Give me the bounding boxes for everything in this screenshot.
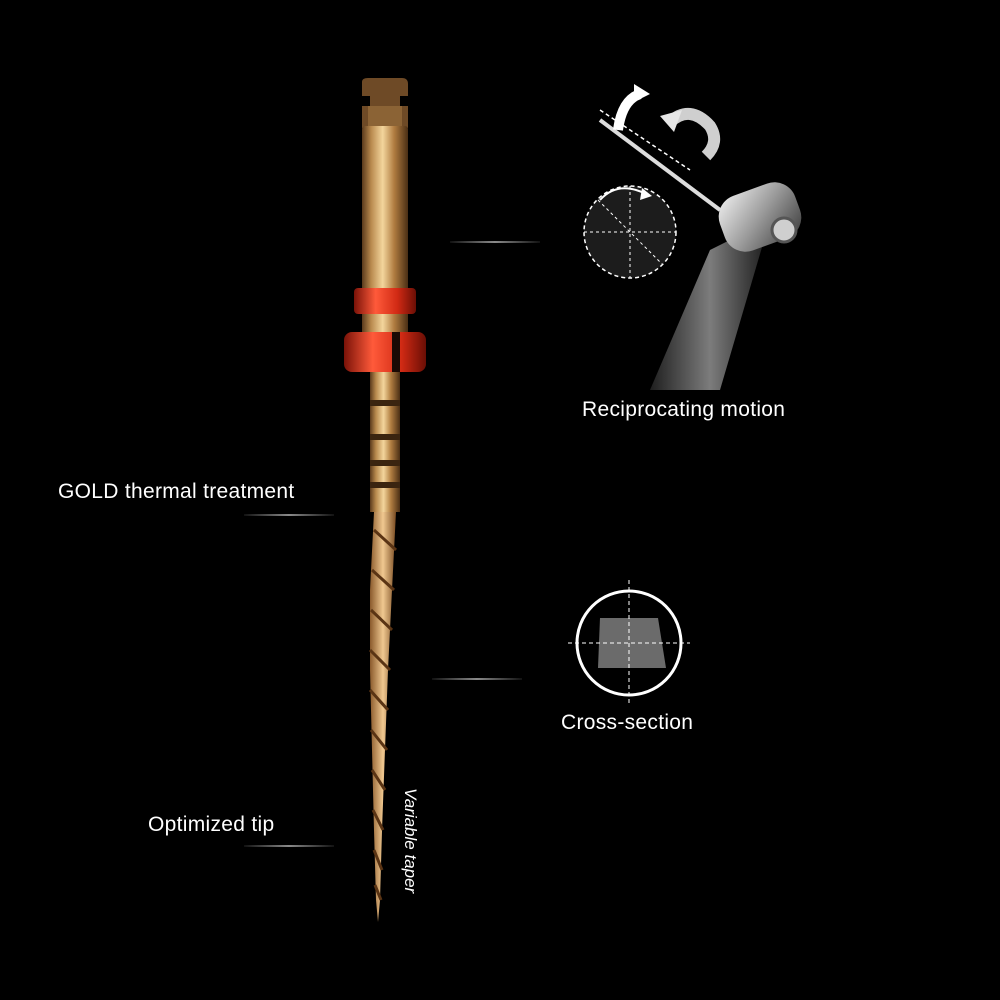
endodontic-file-icon <box>344 78 426 922</box>
optimized-tip-label: Optimized tip <box>148 813 275 836</box>
variable-taper-label: Variable taper <box>401 788 420 894</box>
tip-leader-line <box>244 845 334 847</box>
handpiece-rotation-icon <box>583 84 802 390</box>
gold-leader-line <box>244 514 334 516</box>
cross-section-leader-line <box>432 678 522 680</box>
reciprocating-leader-line <box>450 241 540 243</box>
reciprocating-motion-label: Reciprocating motion <box>582 398 786 421</box>
cross-section-label: Cross-section <box>561 711 694 734</box>
cross-section-icon <box>568 580 690 706</box>
gold-thermal-treatment-label: GOLD thermal treatment <box>58 480 295 503</box>
